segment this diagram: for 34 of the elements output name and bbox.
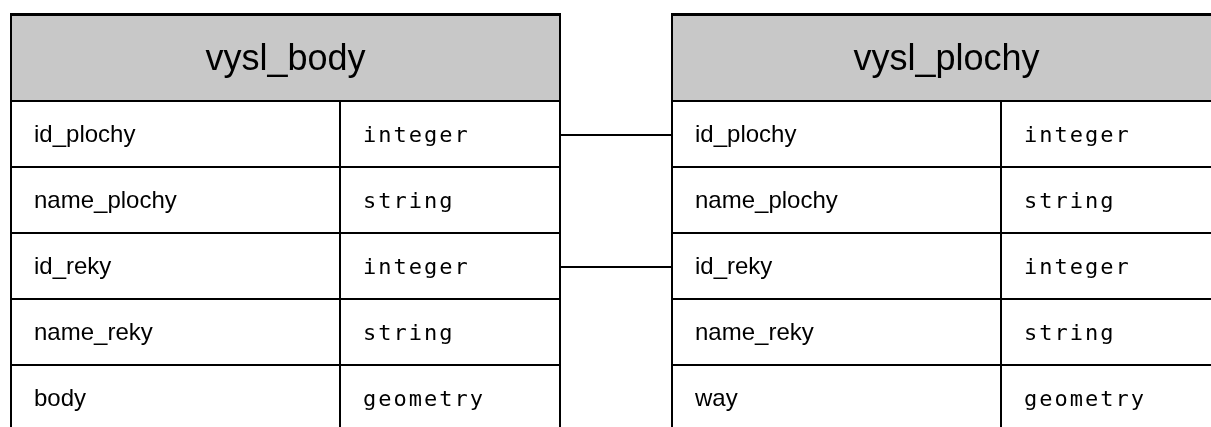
field-type: string [1024, 186, 1116, 215]
connector-line [560, 266, 672, 268]
field-type: integer [363, 252, 470, 281]
field-type: string [1024, 318, 1116, 347]
field-name: name_reky [34, 317, 153, 347]
table-row [673, 168, 1211, 234]
field-type: geometry [363, 384, 485, 413]
table-header: vysl_plochy [673, 16, 1211, 102]
table-row [673, 300, 1211, 366]
field-name: way [695, 383, 738, 413]
field-type: string [363, 318, 455, 347]
table-row [12, 168, 559, 234]
table-row [12, 234, 559, 300]
table-row [673, 102, 1211, 168]
table-row [673, 234, 1211, 300]
table-header: vysl_body [12, 16, 559, 102]
field-type: integer [363, 120, 470, 149]
table-row [12, 300, 559, 366]
table-row [12, 102, 559, 168]
field-name: id_plochy [34, 119, 136, 149]
table [10, 13, 561, 427]
field-type: integer [1024, 252, 1131, 281]
field-type: integer [1024, 120, 1131, 149]
field-name: id_reky [695, 251, 773, 281]
field-name: id_plochy [695, 119, 797, 149]
field-name: name_reky [695, 317, 814, 347]
table [671, 13, 1211, 427]
connector-line [560, 134, 672, 136]
field-name: body [34, 383, 87, 413]
field-name: id_reky [34, 251, 112, 281]
field-name: name_plochy [695, 185, 838, 215]
field-type: geometry [1024, 384, 1146, 413]
field-name: name_plochy [34, 185, 177, 215]
field-type: string [363, 186, 455, 215]
